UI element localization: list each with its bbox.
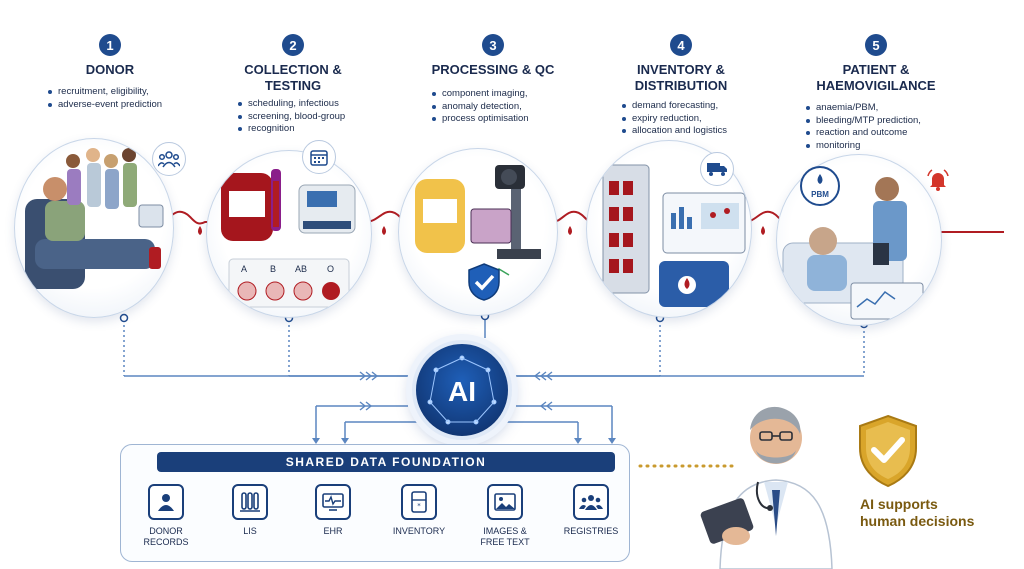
stage-2-title-line1: COLLECTION & [244, 62, 342, 77]
source-ehr: EHR [298, 484, 368, 537]
conclusion-line1: AI supports [860, 496, 938, 512]
person-icon [148, 484, 184, 520]
stage-3-header: 3 PROCESSING & QC [418, 34, 568, 78]
source-label: REGISTRIES [563, 526, 619, 536]
source-label: FREE TEXT [480, 537, 530, 547]
gold-shield-check-icon [856, 414, 920, 493]
foundation-title: SHARED DATA FOUNDATION [157, 452, 615, 472]
alarm-bell-icon [926, 168, 950, 197]
stage-5-header: 5 PATIENT & HAEMOVIGILANCE [806, 34, 946, 94]
stage-5-bullets: anaemia/PBM, bleeding/MTP prediction, re… [806, 102, 921, 152]
stage-1-number: 1 [99, 34, 121, 56]
bullet: recognition [238, 123, 345, 136]
blood-group-o: O [327, 264, 335, 274]
stage-3-bullets: component imaging, anomaly detection, pr… [432, 88, 529, 126]
bullet: process optimisation [432, 113, 529, 126]
stage-4-bullets: demand forecasting, expiry reduction, al… [622, 100, 727, 138]
fridge-icon: * [401, 484, 437, 520]
bullet: expiry reduction, [622, 113, 727, 126]
blood-drop-icon [382, 226, 386, 235]
source-inventory: * INVENTORY [384, 484, 454, 537]
source-registries: REGISTRIES [556, 484, 626, 537]
processing-qc-illustration [398, 148, 558, 316]
stage-2-title-line2: TESTING [264, 78, 322, 93]
pbm-icon: PBM [800, 166, 840, 206]
shield-check-icon [466, 262, 502, 307]
conclusion-text: AI supports human decisions [860, 496, 974, 530]
collection-testing-illustration: A B AB O [206, 150, 372, 318]
blood-group-a: A [241, 264, 248, 274]
bullet: demand forecasting, [622, 100, 727, 113]
source-label: RECORDS [143, 537, 189, 547]
source-label: LIS [243, 526, 257, 536]
bullet: component imaging, [432, 88, 529, 101]
stage-2-bullets: scheduling, infectious screening, blood-… [238, 98, 345, 136]
bullet: anomaly detection, [432, 101, 529, 114]
community-icon [152, 142, 186, 176]
bullet: anaemia/PBM, [806, 102, 921, 115]
stage-5-number: 5 [865, 34, 887, 56]
bullet: monitoring [806, 140, 921, 153]
ai-label: AI [448, 376, 476, 407]
bullet: scheduling, infectious [238, 98, 345, 111]
blood-group-b: B [270, 264, 277, 274]
bullet: bleeding/MTP prediction, [806, 115, 921, 128]
calendar-icon [302, 140, 336, 174]
clinician-illustration [700, 386, 850, 569]
source-label: EHR [323, 526, 343, 536]
stage-1-bullets: recruitment, eligibility, adverse-event … [48, 86, 162, 111]
blood-drop-icon [198, 226, 202, 235]
stage-1-title: DONOR [85, 62, 135, 77]
stage-4-header: 4 INVENTORY & DISTRIBUTION [616, 34, 746, 94]
monitor-heartbeat-icon [315, 484, 351, 520]
source-donor-records: DONOR RECORDS [131, 484, 201, 548]
svg-text:*: * [417, 502, 421, 510]
source-lis: LIS [215, 484, 285, 537]
patient-haemovigilance-illustration [776, 154, 942, 326]
blood-group-ab: AB [295, 264, 308, 274]
bullet: allocation and logistics [622, 125, 727, 138]
image-icon [487, 484, 523, 520]
source-images-free-text: IMAGES & FREE TEXT [470, 484, 540, 548]
conclusion-line2: human decisions [860, 513, 975, 529]
source-label: DONOR [149, 526, 183, 536]
bullet: screening, blood-group [238, 111, 345, 124]
bullet: recruitment, eligibility, [48, 86, 162, 99]
stage-1-header: 1 DONOR [60, 34, 160, 78]
stage-4-number: 4 [670, 34, 692, 56]
blood-drop-icon [568, 226, 572, 235]
bullet: adverse-event prediction [48, 99, 162, 112]
people-group-icon [573, 484, 609, 520]
stage-5-title-line2: HAEMOVIGILANCE [816, 78, 936, 93]
ai-hub: AI [412, 340, 512, 440]
stage-4-title-line2: DISTRIBUTION [634, 78, 728, 93]
bullet: reaction and outcome [806, 127, 921, 140]
stage-2-number: 2 [282, 34, 304, 56]
source-label: INVENTORY [392, 526, 446, 536]
delivery-truck-icon [700, 152, 734, 186]
blood-drop-icon [761, 226, 765, 235]
stage-3-number: 3 [482, 34, 504, 56]
test-tubes-icon [232, 484, 268, 520]
stage-2-header: 2 COLLECTION & TESTING [228, 34, 358, 94]
pbm-label: PBM [811, 190, 829, 199]
source-label: IMAGES & [483, 526, 527, 536]
donor-illustration [14, 138, 174, 318]
stage-5-title-line1: PATIENT & [842, 62, 910, 77]
stage-4-title-line1: INVENTORY & [637, 62, 725, 77]
stage-3-title: PROCESSING & QC [431, 62, 555, 77]
